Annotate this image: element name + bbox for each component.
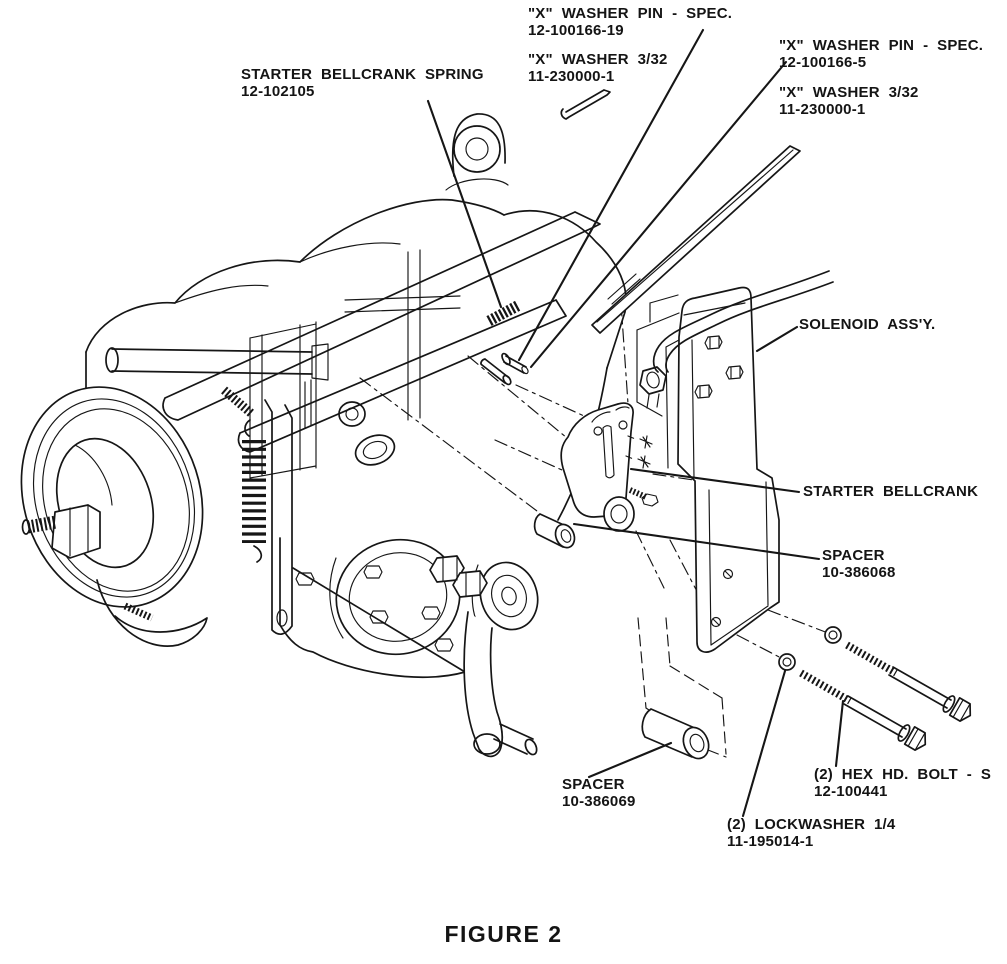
label-starter-bellcrank: STARTER BELLCRANK (803, 483, 979, 501)
label-line: 10-386069 (562, 792, 636, 810)
clutch-pulley-cone (20, 386, 204, 608)
lockwasher-a (824, 626, 842, 644)
label-lockwasher: (2) LOCKWASHER 1/4 11-195014-1 (727, 816, 896, 850)
label-washer-332-left: "X" WASHER 3/32 11-230000-1 (528, 51, 668, 85)
label-line: 12-100441 (814, 782, 888, 800)
leader-hex-bolt (834, 699, 845, 768)
hub-pulley (471, 561, 539, 631)
label-hex-hd-bolt: (2) HEX HD. BOLT - S 12-100441 (814, 766, 992, 800)
flat-link-bar (591, 145, 801, 334)
alignment-dash-lines (359, 302, 829, 660)
lockwasher-b (778, 653, 796, 671)
label-washer-pin-spec-5: "X" WASHER PIN - SPEC. 12-100166-5 (779, 37, 984, 71)
leader-starter-bellcrank (629, 467, 801, 494)
label-starter-bellcrank-spring: STARTER BELLCRANK SPRING 12-102105 (241, 66, 484, 100)
starter-bellcrank-spring-part (486, 300, 522, 326)
leader-spacer-lower (587, 741, 673, 779)
pivot-hex-bolts (429, 555, 488, 598)
bracket-bolt-heads (694, 335, 744, 399)
flange-disc (295, 538, 461, 656)
leader-bellcrank-spring (426, 99, 503, 309)
solenoid-bracket (636, 286, 780, 653)
solenoid-cable (652, 270, 834, 373)
spacer-10-386068-part (533, 513, 576, 549)
label-line: "X" WASHER PIN - SPEC. (528, 5, 733, 22)
label-washer-pin-spec-19: "X" WASHER PIN - SPEC. 12-100166-19 (528, 5, 733, 39)
label-spacer-10-386068: SPACER 10-386068 (822, 547, 896, 581)
label-line: "X" WASHER PIN - SPEC. (779, 37, 984, 54)
leader-washer-pin-5 (529, 60, 788, 369)
label-line: STARTER BELLCRANK (803, 483, 979, 500)
label-line: STARTER BELLCRANK SPRING (241, 66, 484, 83)
label-line: 12-100166-19 (528, 21, 624, 39)
label-spacer-10-386069: SPACER 10-386069 (562, 776, 636, 810)
leader-lockwasher (741, 669, 787, 818)
hex-bolt-b (799, 669, 927, 752)
spacer-guide-dashes (637, 617, 727, 758)
label-line: 11-230000-1 (528, 67, 615, 85)
return-spring (242, 419, 266, 563)
shaft-hex-nut (21, 504, 101, 559)
label-line: 12-102105 (241, 82, 315, 100)
cable-nut (639, 366, 667, 409)
starter-bellcrank-part (560, 402, 659, 532)
label-line: 11-230000-1 (779, 100, 866, 118)
label-line: (2) HEX HD. BOLT - S (814, 766, 992, 783)
figure-caption: FIGURE 2 (444, 921, 563, 947)
spacer-10-386069-part (641, 708, 710, 760)
label-washer-332-right: "X" WASHER 3/32 11-230000-1 (779, 84, 919, 118)
hex-bolt-a (845, 641, 972, 723)
label-line: 10-386068 (822, 563, 896, 581)
x-washer-glyphs (625, 435, 653, 469)
label-line: (2) LOCKWASHER 1/4 (727, 816, 896, 833)
leader-spacer-upper (572, 522, 821, 561)
label-line: SPACER (822, 547, 885, 564)
label-solenoid-assy: SOLENOID ASS'Y. (799, 316, 936, 334)
leader-washer-pin-19 (517, 28, 705, 362)
bracket-holes (710, 568, 734, 628)
label-line: SOLENOID ASS'Y. (799, 316, 936, 333)
leader-lines (426, 28, 845, 818)
label-line: SPACER (562, 776, 625, 793)
label-line: 12-100166-5 (779, 53, 867, 71)
label-line: "X" WASHER 3/32 (779, 84, 919, 101)
leader-solenoid (755, 325, 799, 353)
label-line: "X" WASHER 3/32 (528, 51, 668, 68)
label-line: 11-195014-1 (727, 832, 814, 850)
washer-pin-near-label (560, 89, 611, 120)
crank-arm (463, 611, 538, 758)
engine-assembly (20, 113, 627, 758)
x-washer-pin-parts (480, 352, 529, 386)
